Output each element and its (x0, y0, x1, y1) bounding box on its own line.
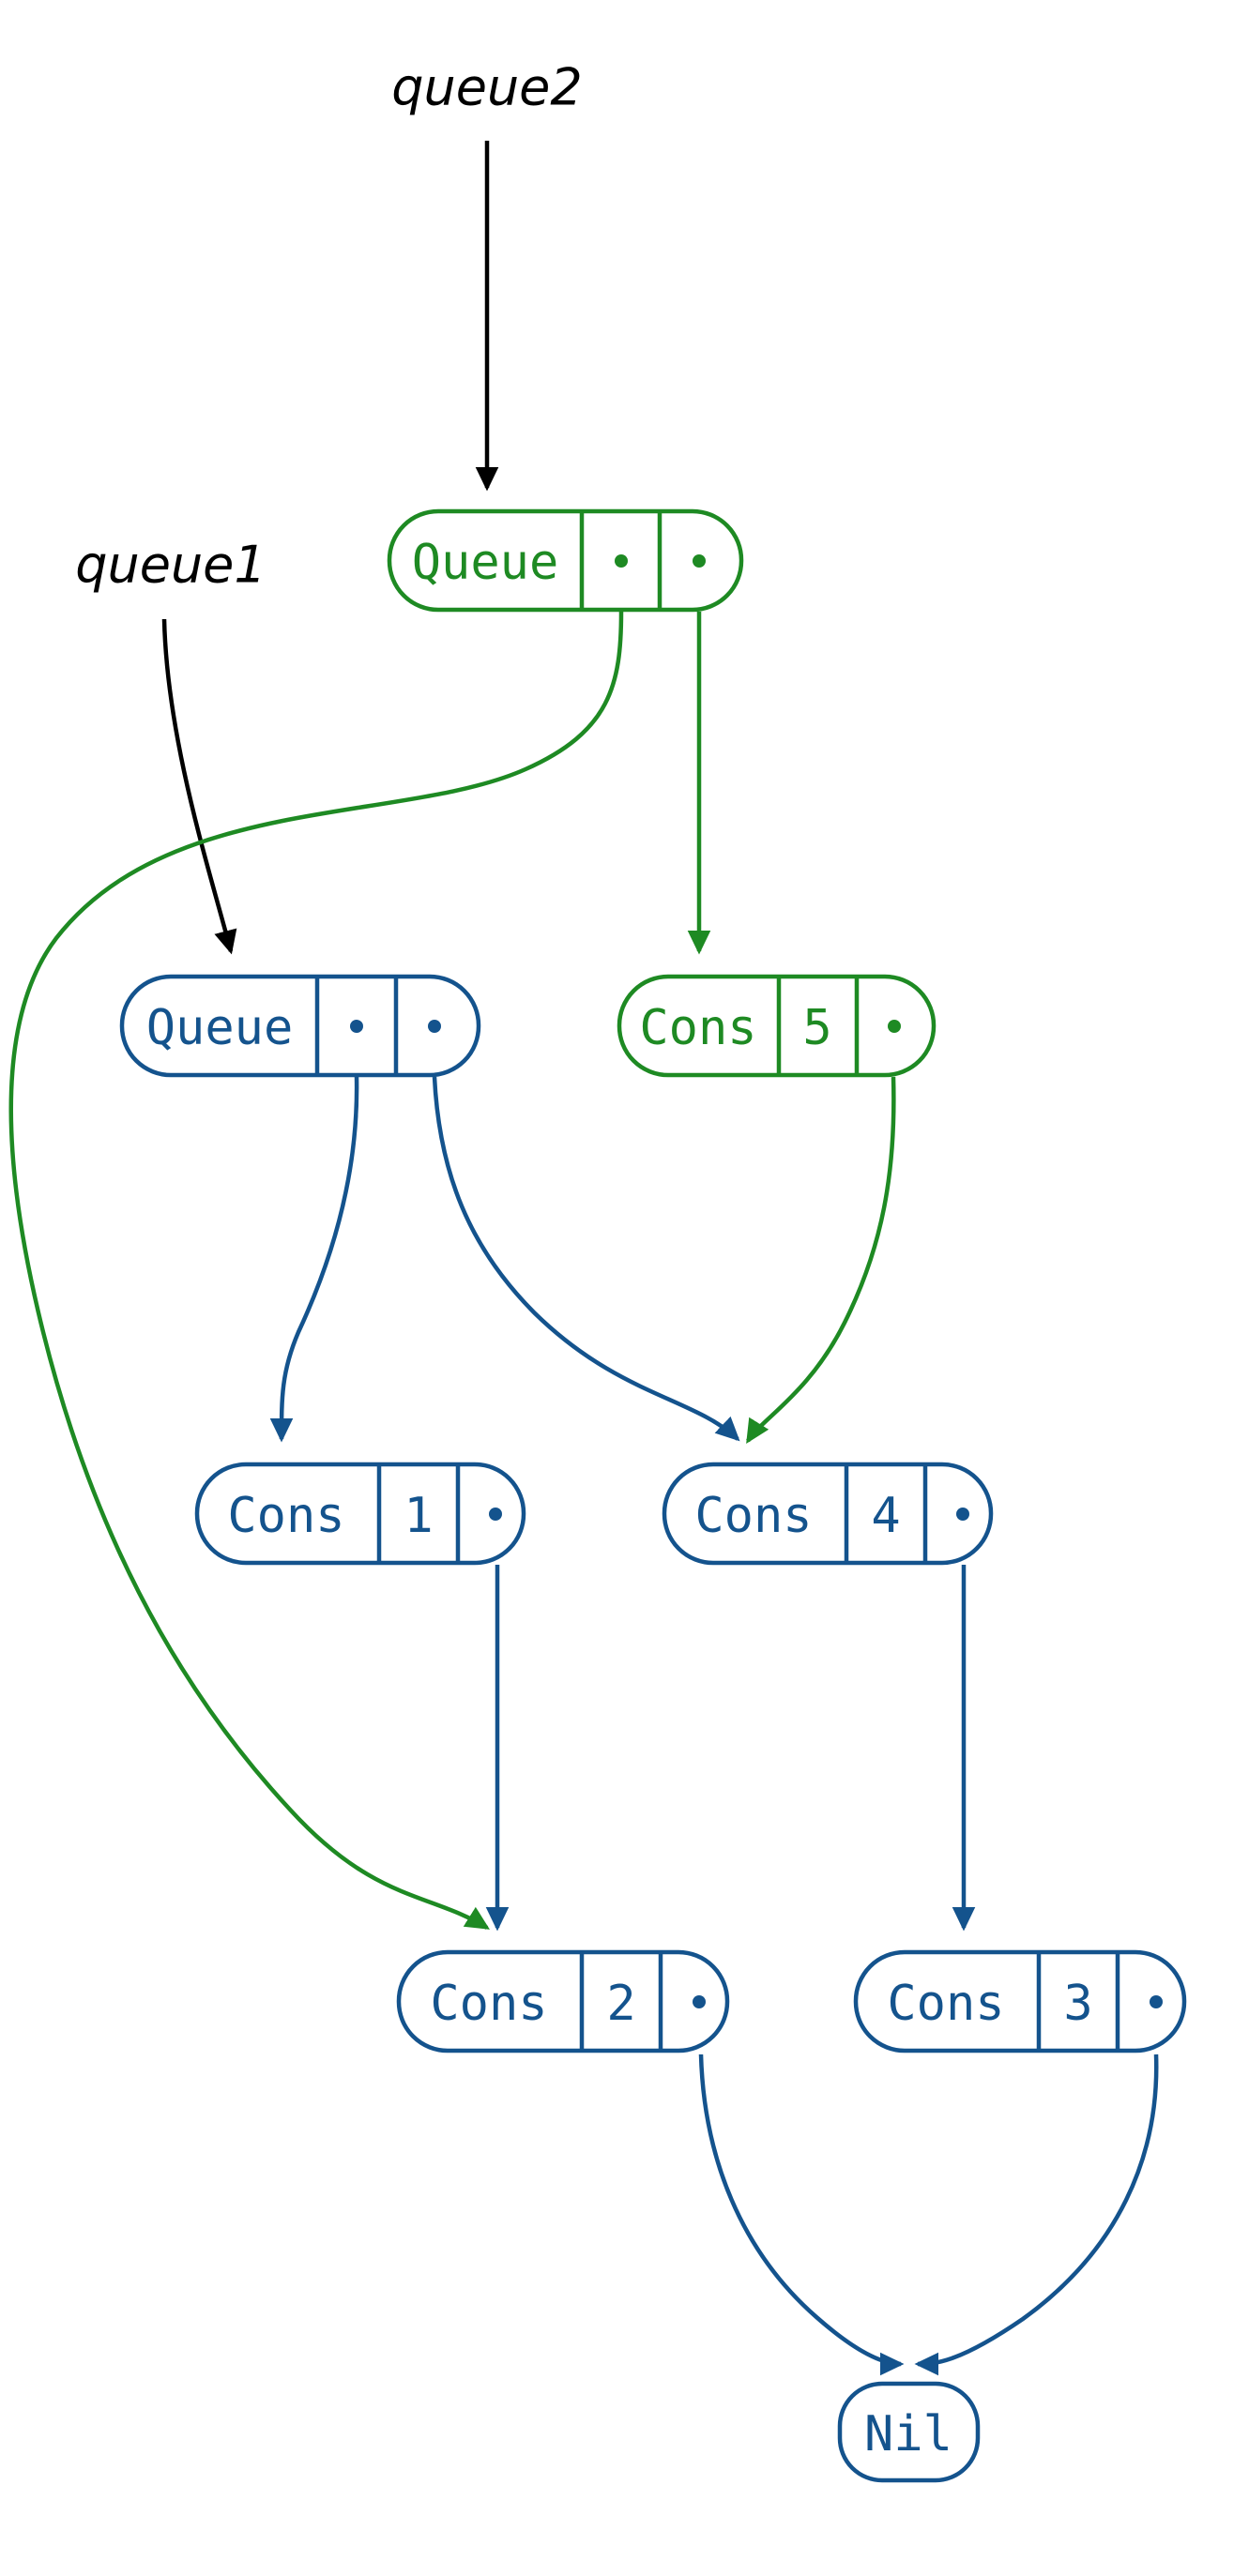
pointer-slot-0-dot (615, 554, 628, 568)
pointer-tail-dot (489, 1508, 502, 1521)
edge-cons5-tail-to-cons4 (746, 1076, 896, 1444)
edge-queue-blue-head-to-cons1 (269, 1076, 359, 1443)
node-value-label: 5 (802, 1000, 831, 1056)
node-cons-2[interactable]: Cons 2 (396, 1949, 730, 2053)
node-cons-5[interactable]: Cons 5 (617, 974, 937, 1078)
node-type-label: Cons (694, 1488, 812, 1544)
node-cons-3[interactable]: Cons 3 (853, 1949, 1187, 2053)
node-queue-green[interactable]: Queue (387, 508, 744, 613)
node-type-label: Queue (412, 535, 559, 591)
edge-queue1-to-queue-blue (161, 618, 237, 955)
node-value-label: 4 (871, 1488, 900, 1544)
node-queue-blue[interactable]: Queue (119, 974, 481, 1078)
variable-label-queue1: queue1 (75, 536, 267, 595)
node-type-label: Nil (864, 2406, 952, 2462)
node-type-label: Queue (146, 1000, 294, 1056)
node-value-label: 3 (1063, 1976, 1092, 2032)
node-cons-1[interactable]: Cons 1 (194, 1462, 526, 1566)
edge-queue-blue-tail-to-cons4 (432, 1076, 740, 1442)
pointer-slot-0-dot (350, 1020, 363, 1033)
node-value-label: 2 (606, 1976, 635, 2032)
node-type-label: Cons (227, 1488, 344, 1544)
node-type-label: Cons (430, 1976, 547, 2032)
pointer-tail-dot (1150, 1995, 1163, 2008)
edge-cons3-tail-to-nil (914, 2053, 1159, 2376)
node-type-label: Cons (639, 1000, 756, 1056)
pointer-slot-1-dot (428, 1020, 441, 1033)
pointer-tail-dot (693, 1995, 706, 2008)
pointer-slot-1-dot (693, 554, 706, 568)
edge-cons2-tail-to-nil (698, 2053, 905, 2376)
node-cons-4[interactable]: Cons 4 (662, 1462, 994, 1566)
variable-label-queue2: queue2 (391, 58, 583, 117)
pointer-tail-dot (888, 1020, 901, 1033)
node-value-label: 1 (404, 1488, 433, 1544)
pointer-tail-dot (956, 1508, 969, 1521)
node-type-label: Cons (887, 1976, 1004, 2032)
node-nil[interactable]: Nil (837, 2381, 981, 2483)
edge-queue-green-head-to-cons2 (8, 611, 624, 1930)
